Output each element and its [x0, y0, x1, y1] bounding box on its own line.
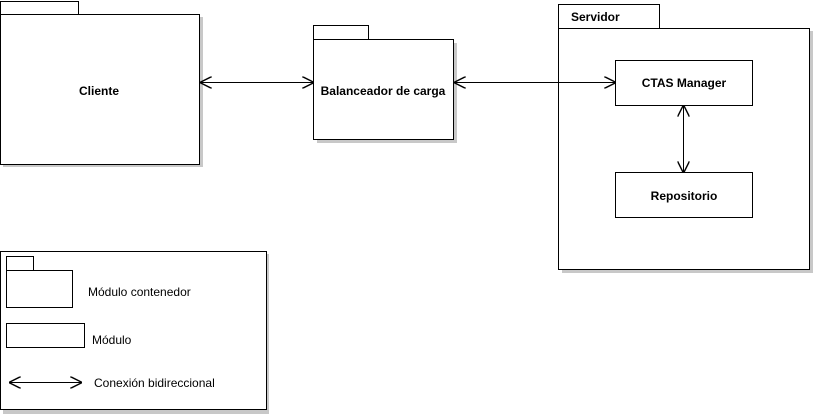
servidor-label: Servidor: [571, 10, 620, 24]
legend-module-label: Módulo: [92, 333, 132, 347]
legend-module-symbol: [6, 323, 85, 348]
balanceador-label: Balanceador de carga: [321, 84, 446, 98]
legend: Módulo contenedor Módulo Conexión bidire…: [0, 251, 269, 414]
repositorio-module: Repositorio: [615, 172, 753, 218]
cliente-package: Cliente: [0, 1, 203, 167]
cliente-label: Cliente: [79, 84, 119, 98]
legend-module-container-label: Módulo contenedor: [88, 285, 191, 299]
servidor-package: Servidor: [558, 4, 813, 273]
ctas-manager-label: CTAS Manager: [642, 76, 727, 90]
legend-module-container-symbol: [6, 256, 73, 308]
legend-bidirectional-label: Conexión bidireccional: [94, 376, 215, 390]
ctas-manager-module: CTAS Manager: [615, 60, 753, 106]
repositorio-label: Repositorio: [651, 189, 718, 203]
balanceador-package: Balanceador de carga: [313, 25, 457, 143]
